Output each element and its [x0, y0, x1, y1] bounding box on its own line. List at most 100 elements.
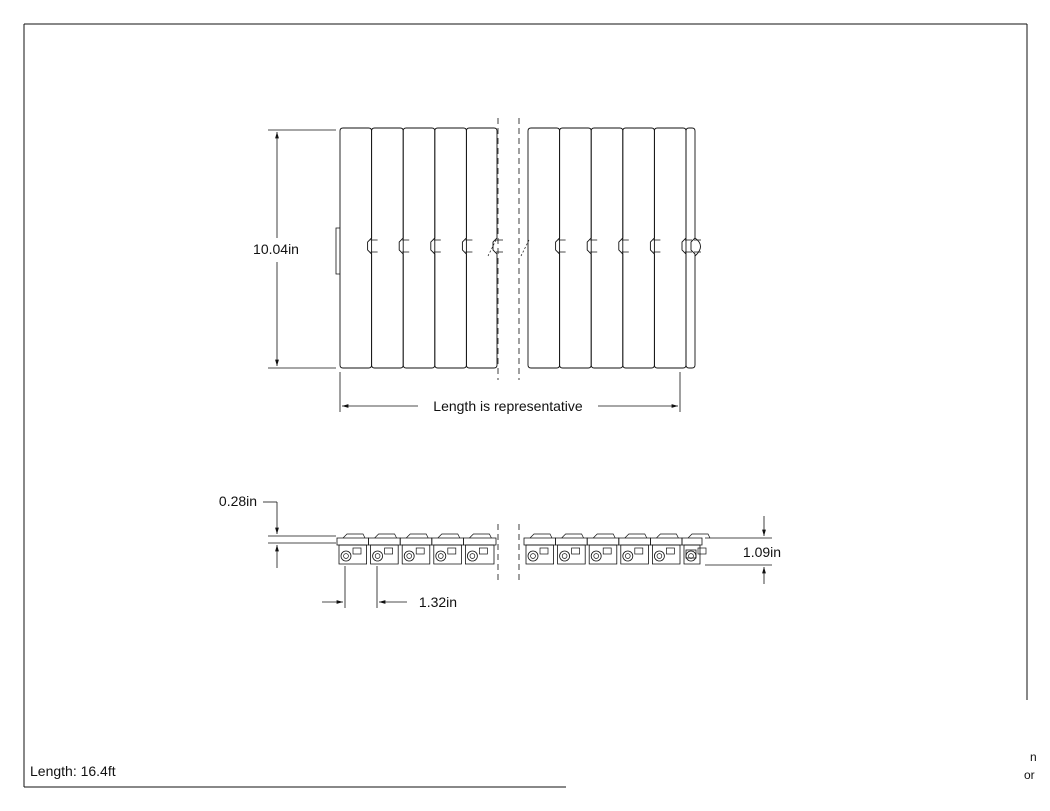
- pitch-label: 1.32in: [419, 594, 457, 610]
- link-pin: [340, 550, 352, 562]
- hinge-tab: [496, 239, 503, 253]
- chain-plate: [339, 127, 373, 369]
- link-pin: [466, 550, 478, 562]
- link-body: [433, 544, 462, 565]
- link-plate: [336, 537, 369, 546]
- link-pin-inner: [561, 553, 568, 559]
- drawing-frame: [23, 23, 1028, 788]
- link-top-lip: [561, 533, 584, 539]
- link-pin-inner: [343, 553, 349, 559]
- link-plate: [399, 537, 433, 546]
- link-top-lip: [469, 533, 492, 539]
- link-window: [447, 547, 457, 555]
- link-body: [588, 544, 618, 565]
- length-dimension: Length is representative: [339, 372, 681, 414]
- link-top-lip: [342, 533, 366, 539]
- link-plate: [523, 537, 556, 546]
- link-body: [557, 544, 586, 565]
- link-plate: [650, 537, 683, 546]
- link-top-lip: [437, 533, 461, 539]
- top-view-chain: [335, 118, 701, 380]
- link-window: [602, 547, 612, 555]
- link-body: [338, 544, 367, 565]
- break-lines: [497, 118, 520, 380]
- link-body: [525, 544, 554, 565]
- link-window: [479, 547, 488, 555]
- link-body: [683, 544, 701, 565]
- link-pin: [527, 550, 539, 562]
- link-pin-inner: [438, 553, 444, 559]
- link-top-lip: [529, 533, 553, 539]
- links-right: [523, 533, 711, 565]
- link-window: [384, 547, 393, 555]
- plates-left: [339, 127, 530, 369]
- link-pin-inner: [374, 553, 381, 559]
- link-pin: [403, 550, 415, 562]
- chain-plate: [434, 127, 467, 369]
- chain-plate: [559, 127, 592, 369]
- width-dimension: 10.04in: [253, 129, 336, 369]
- length-label: Length is representative: [433, 398, 583, 414]
- chain-length-label: Length: 16.4ft: [30, 763, 116, 779]
- link-pin: [559, 550, 570, 562]
- links-left: [336, 533, 497, 565]
- link-window: [352, 547, 362, 555]
- chain-plate: [465, 127, 498, 369]
- chain-plate: [590, 127, 624, 369]
- plates-right: [527, 127, 701, 369]
- link-pin-inner: [625, 553, 631, 559]
- link-pin: [435, 550, 447, 562]
- link-plate: [368, 537, 401, 546]
- height-label: 1.09in: [743, 544, 781, 560]
- link-plate: [681, 537, 703, 546]
- side-view-chain: [336, 524, 711, 580]
- link-pin: [590, 550, 602, 562]
- link-pin: [685, 550, 697, 562]
- edge-text-top: n: [1030, 750, 1037, 764]
- chain-plate: [653, 127, 687, 369]
- link-body: [652, 544, 681, 565]
- link-pin-inner: [656, 553, 663, 559]
- chain-plate: [685, 127, 696, 369]
- link-top-lip: [624, 533, 648, 539]
- link-plate: [463, 537, 497, 546]
- link-window: [697, 547, 707, 555]
- link-pin-inner: [530, 553, 536, 559]
- width-label: 10.04in: [253, 241, 299, 257]
- link-window: [571, 547, 580, 555]
- link-body: [465, 544, 495, 565]
- link-top-lip: [656, 533, 679, 539]
- link-pin: [622, 550, 634, 562]
- chain-plate: [371, 127, 404, 369]
- link-body: [370, 544, 399, 565]
- break-slash: [487, 239, 530, 257]
- pitch-dimension: 1.32in: [322, 566, 457, 610]
- height-dimension: 1.09in: [705, 516, 781, 584]
- link-plate: [555, 537, 588, 546]
- link-plate: [618, 537, 651, 546]
- thickness-dimension: 0.28in: [219, 493, 336, 568]
- chain-plate: [402, 127, 436, 369]
- thickness-label: 0.28in: [219, 493, 257, 509]
- link-top-lip: [405, 533, 429, 539]
- link-window: [415, 547, 425, 555]
- link-pin-inner: [593, 553, 599, 559]
- link-pin: [372, 550, 384, 562]
- link-top-lip: [592, 533, 616, 539]
- link-top-lip: [687, 533, 711, 539]
- chain-plate: [622, 127, 655, 369]
- chain-plate: [527, 127, 561, 369]
- link-window: [539, 547, 549, 555]
- link-window: [666, 547, 675, 555]
- link-body: [620, 544, 649, 565]
- link-plate: [431, 537, 464, 546]
- link-plate: [586, 537, 620, 546]
- link-pin-inner: [406, 553, 412, 559]
- edge-text-bottom: or: [1024, 768, 1035, 782]
- link-body: [401, 544, 431, 565]
- link-pin-inner: [469, 553, 476, 559]
- link-window: [634, 547, 644, 555]
- link-pin: [654, 550, 665, 562]
- link-top-lip: [374, 533, 397, 539]
